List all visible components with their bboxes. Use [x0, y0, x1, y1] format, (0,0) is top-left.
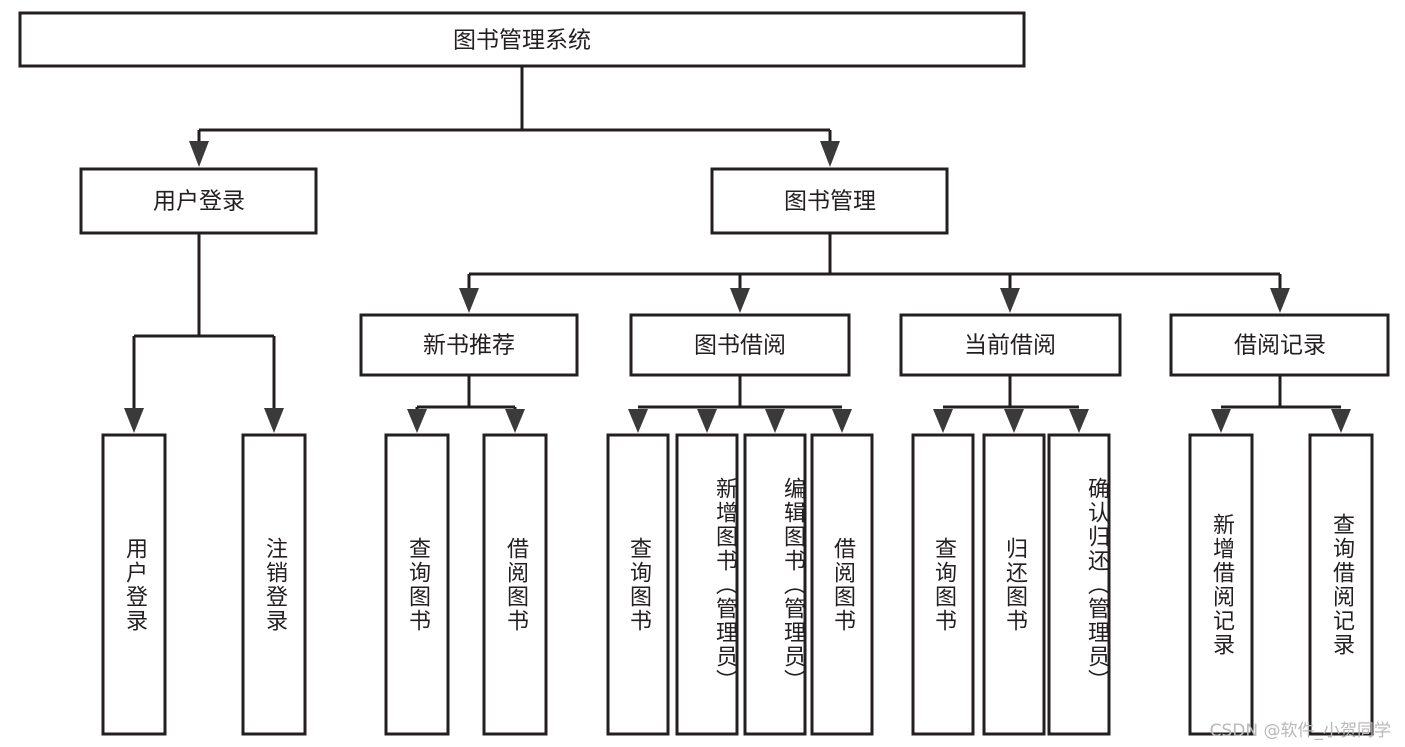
edges-newbook-to-leaves: [407, 375, 525, 433]
arrow-head-leaf-user-login: [124, 408, 144, 433]
node-box-leaf-query-book-2[interactable]: [606, 433, 670, 736]
arrow-head-leaf-add-record: [1211, 409, 1231, 433]
edges-bookborrow-to-leaves: [628, 375, 852, 433]
arrow-head-leaf-borrow-book-2: [832, 409, 852, 433]
node-box-leaf-add-book[interactable]: [675, 433, 739, 736]
node-box-leaf-query-record[interactable]: [1308, 433, 1374, 736]
node-box-leaf-user-login[interactable]: [101, 433, 167, 736]
arrow-head-user-login: [189, 141, 209, 167]
node-box-leaf-return-book[interactable]: [982, 433, 1046, 736]
node-box-leaf-user-logout[interactable]: [241, 433, 307, 736]
arrow-head-currentborrow: [1000, 288, 1020, 313]
node-box-leaf-query-book-3[interactable]: [911, 433, 975, 736]
node-box-leaf-edit-book[interactable]: [743, 433, 807, 736]
node-box-book-manage[interactable]: [710, 167, 949, 235]
edges-borrowrecord-to-leaves: [1211, 375, 1351, 433]
node-box-book-borrow[interactable]: [629, 313, 851, 377]
arrow-head-leaf-edit-book: [765, 409, 785, 433]
arrow-head-leaf-user-logout: [264, 408, 284, 433]
arrow-head-newbook: [459, 288, 479, 313]
arrow-head-leaf-query-record: [1331, 409, 1351, 433]
node-label-new-book-rec: 新书推荐: [423, 333, 515, 359]
node-box-new-book-rec[interactable]: [359, 313, 579, 377]
node-box-leaf-borrow-book-2[interactable]: [810, 433, 874, 736]
csdn-watermark: CSDN @软件_小贺同学: [1209, 721, 1391, 741]
node-box-leaf-add-record[interactable]: [1188, 433, 1254, 736]
node-box-user-login[interactable]: [79, 167, 318, 235]
arrow-head-leaf-add-book: [697, 409, 717, 433]
arrow-head-bookborrow: [730, 288, 750, 313]
edges-currentborrow-to-leaves: [933, 375, 1089, 433]
edges-bookmanage-to-level3: [459, 233, 1290, 313]
edges-userlogin-to-leaves: [124, 233, 284, 433]
arrow-head-book-manage: [820, 141, 840, 167]
node-box-current-borrow[interactable]: [899, 313, 1122, 377]
arrow-head-leaf-query-book-2: [628, 409, 648, 433]
arrow-head-leaf-query-book-3: [933, 409, 953, 433]
arrow-head-leaf-borrow-book-1: [505, 409, 525, 433]
node-label-current-borrow: 当前借阅: [964, 333, 1056, 359]
edges-root-to-level2: [189, 66, 840, 167]
arrow-head-leaf-return-book: [1004, 409, 1024, 433]
node-label-root: 图书管理系统: [453, 28, 591, 54]
node-box-borrow-record[interactable]: [1169, 313, 1390, 377]
arrow-head-leaf-query-book-1: [407, 409, 427, 433]
node-label-user-login: 用户登录: [153, 189, 245, 215]
node-box-leaf-confirm-return[interactable]: [1047, 433, 1111, 736]
arrow-head-borrowrecord: [1270, 288, 1290, 313]
arrow-head-leaf-confirm-return: [1069, 409, 1089, 433]
node-label-book-manage: 图书管理: [784, 189, 876, 215]
node-box-leaf-query-book-1[interactable]: [384, 433, 450, 736]
node-label-book-borrow: 图书借阅: [694, 333, 786, 359]
node-label-borrow-record: 借阅记录: [1234, 333, 1326, 359]
node-box-leaf-borrow-book-1[interactable]: [482, 433, 548, 736]
node-box-root[interactable]: [18, 11, 1026, 68]
